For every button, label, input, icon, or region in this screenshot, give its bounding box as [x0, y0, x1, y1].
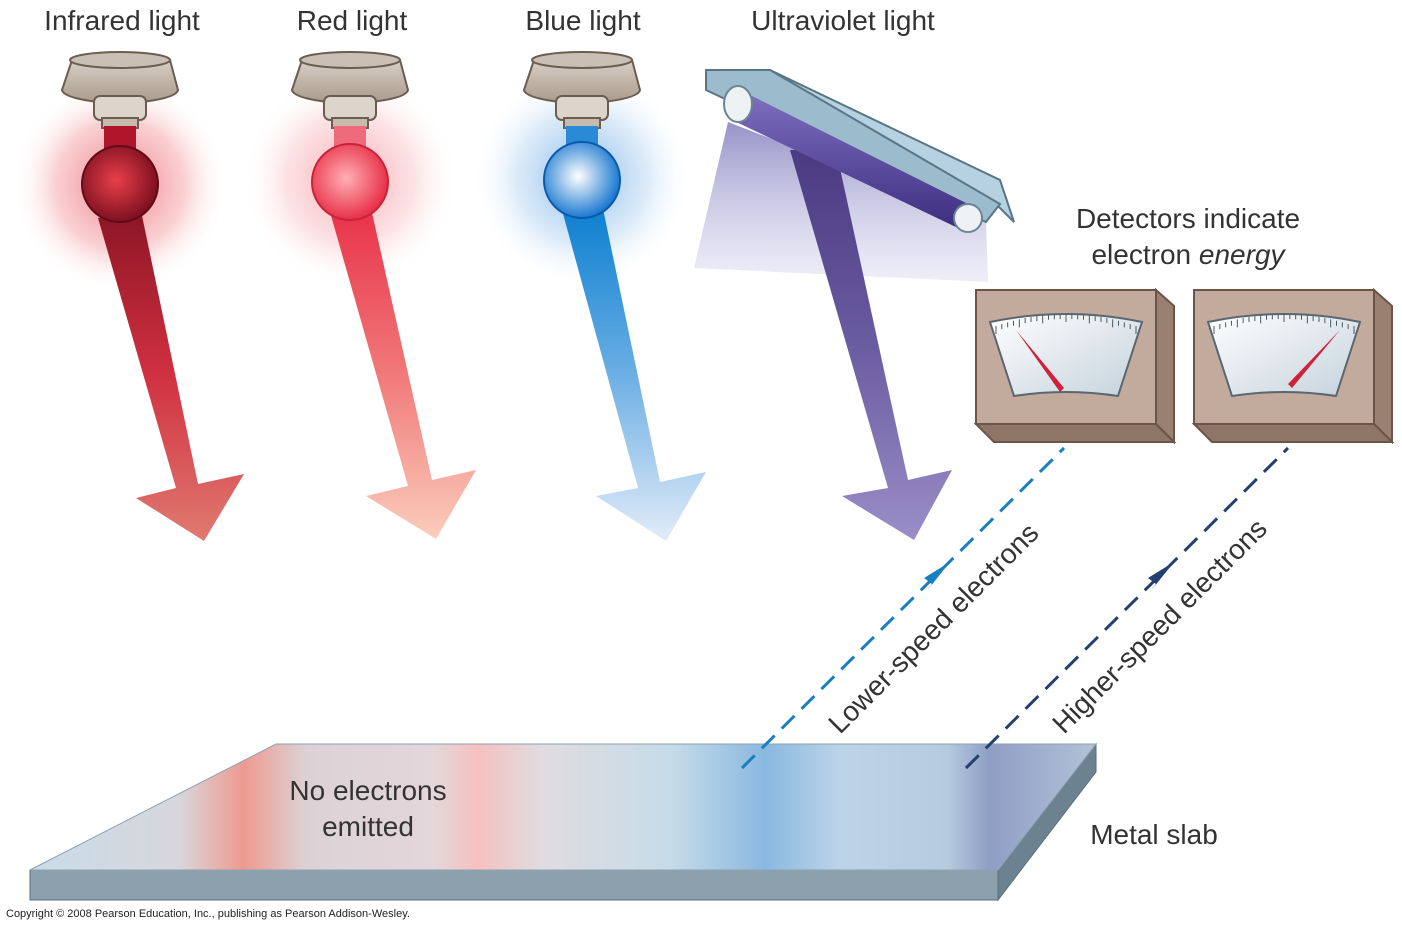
lower-speed-electrons-label: Lower-speed electrons [822, 517, 1044, 739]
blue-source-label: Blue light [525, 5, 640, 36]
red-lamp [290, 51, 410, 221]
infrared-lamp [60, 51, 180, 223]
detector-caption-prefix: electron [1091, 239, 1198, 270]
left-meter-needle [1016, 330, 1064, 392]
left-energy-meter [973, 287, 1177, 445]
ultraviolet-source-label: Ultraviolet light [751, 5, 935, 36]
copyright-notice: Copyright © 2008 Pearson Education, Inc.… [6, 908, 410, 920]
metal-slab [29, 742, 1098, 902]
higher-speed-electron-path [964, 446, 1290, 770]
no-electrons-label-line1: No electrons [289, 775, 446, 806]
detector-caption-line2: electron energy [1091, 239, 1286, 270]
ultraviolet-lamp [705, 69, 1015, 233]
red-beam-arrow [330, 204, 476, 539]
right-meter-needle [1288, 330, 1340, 388]
lower-speed-direction-arrow [924, 562, 950, 592]
no-electrons-label-line2: emitted [322, 811, 414, 842]
lower-speed-electron-path [740, 446, 1066, 770]
detector-caption-line1: Detectors indicate [1076, 203, 1300, 234]
higher-speed-electrons-label: Higher-speed electrons [1046, 513, 1273, 740]
left-meter-scale-ticks [995, 314, 1137, 334]
right-energy-meter [1191, 287, 1395, 445]
ultraviolet-beam-arrow [790, 150, 952, 540]
infrared-beam-arrow [98, 206, 244, 541]
metal-slab-label: Metal slab [1090, 819, 1218, 850]
detector-caption-emphasis: energy [1199, 239, 1287, 270]
blue-lamp [522, 51, 642, 219]
infrared-source-label: Infrared light [44, 5, 200, 36]
higher-speed-direction-arrow [1148, 562, 1174, 592]
right-meter-scale-ticks [1213, 314, 1355, 334]
red-source-label: Red light [297, 5, 408, 36]
blue-beam-arrow [562, 204, 706, 541]
